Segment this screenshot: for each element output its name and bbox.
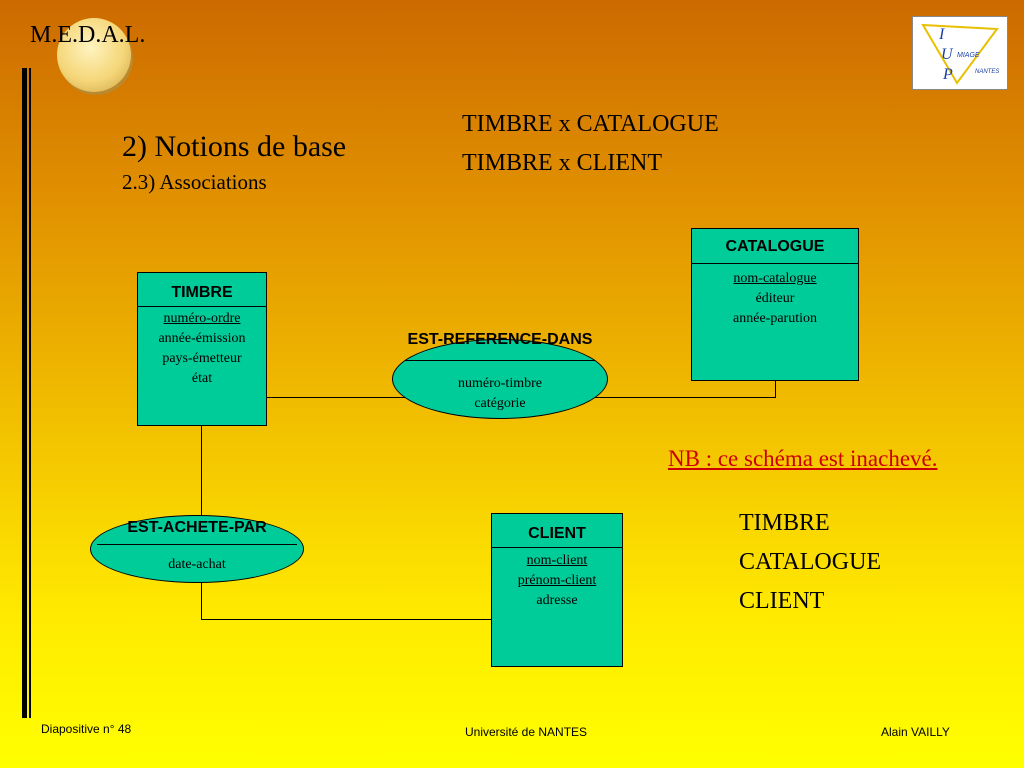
assoc-divider bbox=[405, 360, 595, 361]
slide-title: 2) Notions de base bbox=[122, 130, 347, 163]
entity-list-item: CLIENT bbox=[739, 588, 825, 614]
timbre-attr: pays-émetteur bbox=[162, 351, 242, 366]
catalogue-attr: éditeur bbox=[755, 291, 795, 306]
logo-word-nantes: NANTES bbox=[975, 69, 999, 75]
link-timbre-ref bbox=[266, 397, 412, 398]
assoc-est-reference-dans-name: EST-REFERENCE-DANS bbox=[407, 331, 593, 348]
entity-client: CLIENT nom-client prénom-client adresse bbox=[491, 513, 623, 667]
client-key-attr: prénom-client bbox=[517, 573, 597, 588]
entity-client-name: CLIENT bbox=[492, 514, 622, 548]
timbre-attr: année-émission bbox=[158, 331, 246, 346]
assoc-est-achete-par-name: EST-ACHETE-PAR bbox=[127, 519, 267, 536]
footer-slide-number: Diapositive n° 48 bbox=[41, 722, 132, 736]
link-achete-client bbox=[201, 619, 492, 620]
entity-list-item: CATALOGUE bbox=[739, 549, 882, 575]
combo-timbre-catalogue: TIMBRE x CATALOGUE bbox=[462, 111, 719, 137]
assoc-attr: numéro-timbre bbox=[458, 376, 542, 391]
logo-letter-u: U bbox=[941, 46, 954, 63]
assoc-est-reference-dans: EST-REFERENCE-DANS numéro-timbre catégor… bbox=[392, 331, 608, 419]
slide-subtitle: 2.3) Associations bbox=[122, 170, 267, 194]
catalogue-key-attr: nom-catalogue bbox=[733, 271, 817, 286]
iup-miage-logo: I U P MIAGE NANTES bbox=[912, 16, 1008, 90]
entity-catalogue: CATALOGUE nom-catalogue éditeur année-pa… bbox=[691, 228, 859, 381]
timbre-key-attr: numéro-ordre bbox=[163, 311, 241, 326]
client-attr: adresse bbox=[536, 593, 578, 608]
logo-letter-i: I bbox=[938, 26, 945, 43]
brand-title: M.E.D.A.L. bbox=[30, 22, 146, 48]
assoc-est-achete-par: EST-ACHETE-PAR date-achat bbox=[90, 515, 304, 583]
link-ref-catalogue-h bbox=[586, 397, 776, 398]
assoc-attr: catégorie bbox=[474, 396, 526, 411]
catalogue-attr: année-parution bbox=[733, 311, 817, 326]
entity-timbre-name: TIMBRE bbox=[138, 273, 266, 307]
combo-timbre-client: TIMBRE x CLIENT bbox=[462, 150, 662, 176]
client-key-attr: nom-client bbox=[526, 553, 588, 568]
entity-timbre: TIMBRE numéro-ordre année-émission pays-… bbox=[137, 272, 267, 426]
footer-university: Université de NANTES bbox=[465, 725, 588, 739]
link-achete-down bbox=[201, 580, 202, 620]
logo-word-miage: MIAGE bbox=[957, 52, 980, 59]
entity-list-item: TIMBRE bbox=[739, 510, 830, 536]
decor-bar-thin bbox=[29, 68, 31, 718]
incomplete-note: NB : ce schéma est inachevé. bbox=[668, 446, 938, 471]
decor-bar-thick bbox=[22, 68, 27, 718]
logo-letter-p: P bbox=[942, 66, 953, 83]
entity-catalogue-name: CATALOGUE bbox=[692, 229, 858, 264]
timbre-attr: état bbox=[191, 371, 213, 386]
link-timbre-achete bbox=[201, 425, 202, 520]
link-ref-catalogue-v bbox=[775, 380, 776, 398]
assoc-attr: date-achat bbox=[168, 557, 226, 572]
footer-author: Alain VAILLY bbox=[881, 725, 950, 739]
assoc-divider bbox=[97, 544, 297, 545]
medal-coin-icon bbox=[57, 18, 131, 92]
